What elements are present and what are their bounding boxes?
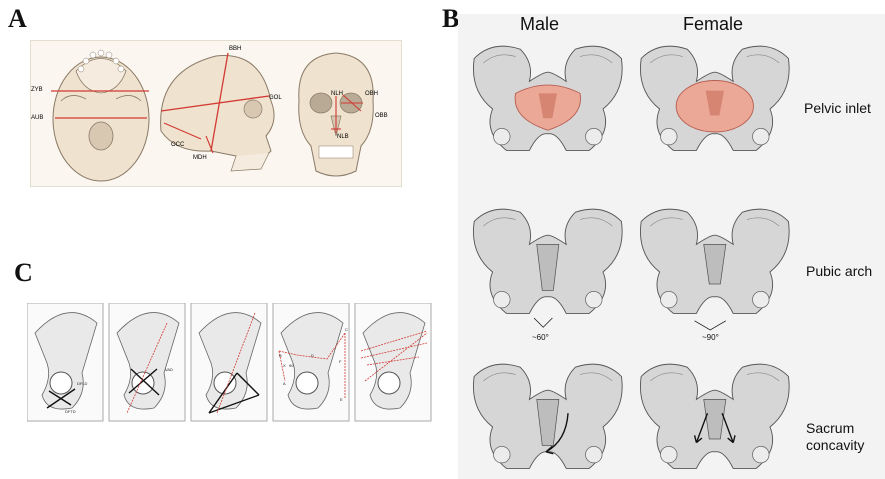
skull-illustrations: ZYB AUB BBH GOL OCC MDH NLH <box>31 41 401 186</box>
pelvis-female-arch <box>640 209 789 330</box>
hip-frame-3 <box>191 303 267 421</box>
hip-bone-sequence: DFLD DFTD VAD C B <box>27 303 447 423</box>
panel-letter-b: B <box>442 4 459 34</box>
label-obh: OBH <box>365 91 378 97</box>
panel-letter-c: C <box>14 258 33 288</box>
row-label-sacrum-concavity: Sacrum concavity <box>806 420 864 454</box>
skull-panel: ZYB AUB BBH GOL OCC MDH NLH <box>30 40 402 187</box>
label-aub: AUB <box>31 115 43 121</box>
label-dfto: DFTD <box>65 409 76 414</box>
label-b: B <box>279 353 282 358</box>
hip-frame-4 <box>273 303 349 421</box>
label-obb: OBB <box>375 113 388 119</box>
pelvis-male-inlet <box>473 46 622 150</box>
column-header-female: Female <box>683 14 743 35</box>
row-label-pelvic-inlet: Pelvic inlet <box>804 100 871 117</box>
skull-inferior-view <box>51 50 149 181</box>
label-occ: OCC <box>171 142 185 148</box>
hip-frame-2 <box>109 303 185 421</box>
column-header-male: Male <box>520 14 559 35</box>
label-nlb: NLB <box>337 134 349 140</box>
label-d: D <box>311 353 314 358</box>
pelvis-illustrations <box>460 38 800 478</box>
label-bbh: BBH <box>229 46 241 52</box>
label-mdh: MDH <box>193 155 207 161</box>
row-label-pubic-arch: Pubic arch <box>806 263 872 280</box>
angle-label-female: ~90° <box>702 333 719 342</box>
label-x: X <box>283 363 286 368</box>
label-nlh: NLH <box>331 91 343 97</box>
hip-frame-1 <box>27 303 103 421</box>
skull-lateral-view <box>161 53 274 171</box>
label-gol: GOL <box>269 95 282 101</box>
label-90: 90 <box>289 363 294 368</box>
angle-label-male: ~60° <box>532 333 549 342</box>
label-vad: VAD <box>165 367 173 372</box>
pelvis-male-sacrum <box>473 364 622 468</box>
label-e: E <box>340 397 343 402</box>
label-zyb: ZYB <box>31 87 43 93</box>
pelvis-male-arch <box>473 209 622 327</box>
hip-frame-5 <box>355 303 431 421</box>
panel-letter-a: A <box>8 4 27 34</box>
pelvis-female-inlet <box>640 46 789 150</box>
pelvis-female-sacrum <box>640 364 789 468</box>
skull-frontal-view <box>299 53 374 176</box>
label-a: A <box>283 381 286 386</box>
hip-bone-frames: DFLD DFTD VAD C B <box>27 303 447 423</box>
label-dfld: DFLD <box>77 381 88 386</box>
label-c: C <box>345 327 348 332</box>
